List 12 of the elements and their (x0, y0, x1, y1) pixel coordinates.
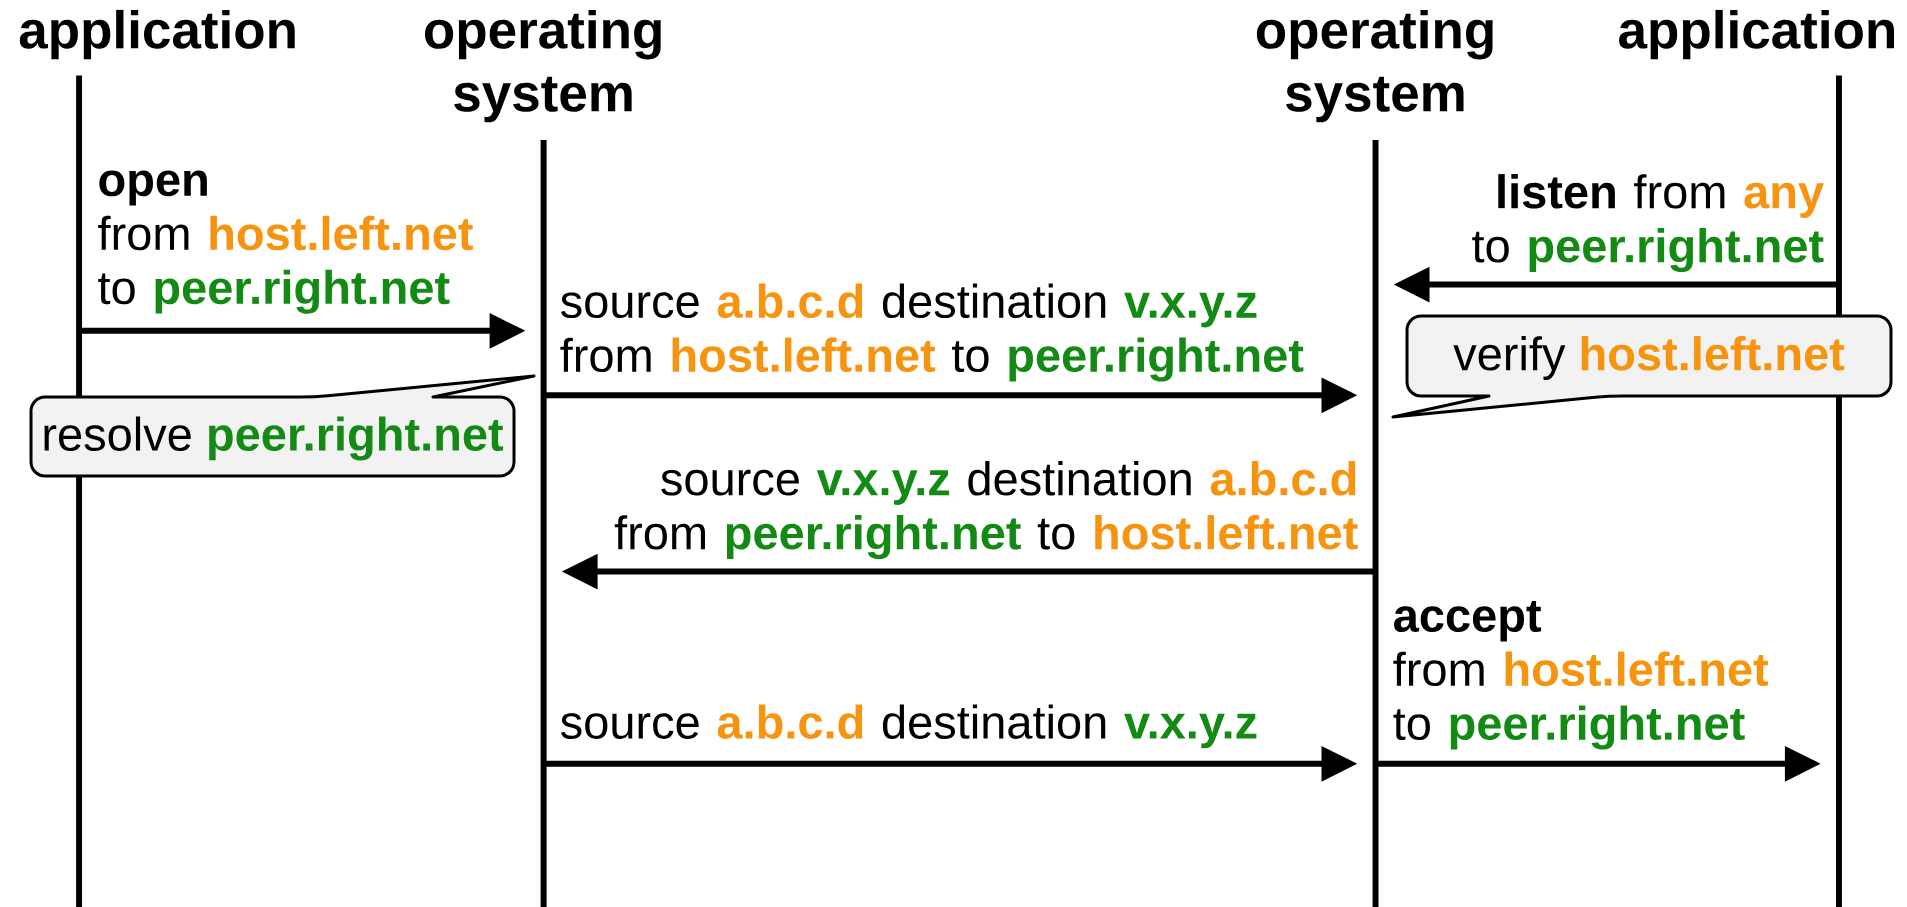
edge-label: accept from host.left.net to peer.right.net (1393, 601, 1769, 750)
lifeline-heading: operating system (1256, 9, 1493, 123)
lifeline-heading: application (1619, 9, 1894, 60)
lifeline-heading: operating system (424, 9, 661, 123)
edge-label: open from host.left.net to peer.right.net (98, 170, 473, 314)
edge-label: listen from any to peer.right.net (1472, 174, 1824, 273)
edge-label: source v.x.y.z destination a.b.c.d from peer.right.net to host.left.net (614, 461, 1358, 560)
callout-bubble: verify host.left.net (1391, 314, 1893, 419)
edge-label: source a.b.c.d destination v.x.y.z from host.left.net to peer.right.net (560, 283, 1304, 382)
edge-label: source a.b.c.d destination v.x.y.z (561, 704, 1257, 749)
callout-bubble: resolve peer.right.net (29, 374, 536, 478)
lifeline-heading: application (19, 9, 295, 60)
